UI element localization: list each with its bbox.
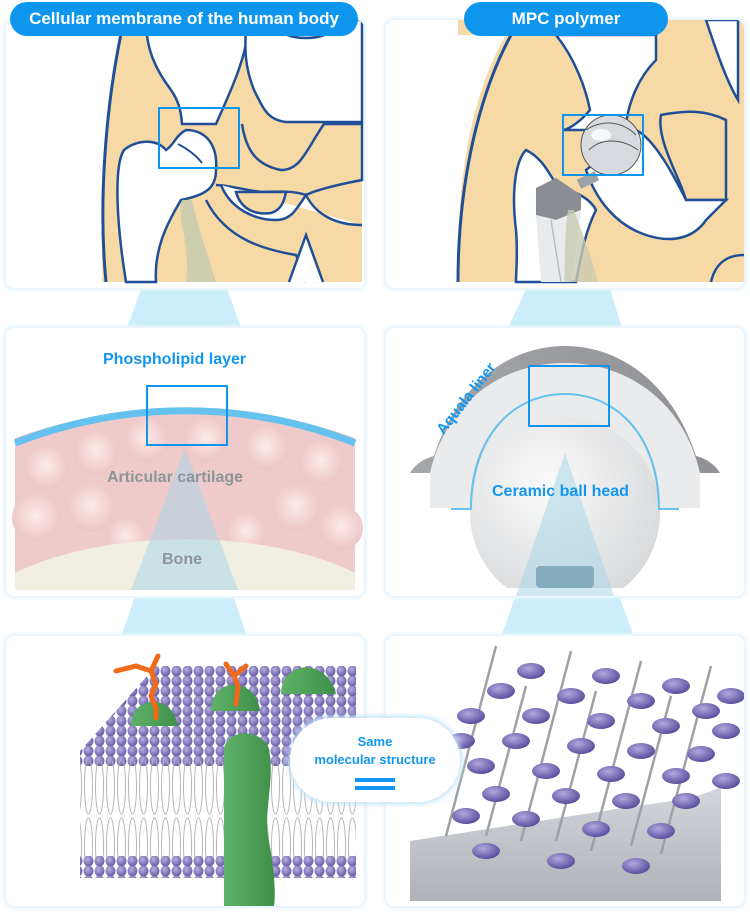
- equals-icon-bottom-bar: [355, 786, 395, 790]
- sugar-chains: [113, 653, 249, 721]
- comparison-line2: molecular structure: [314, 752, 436, 767]
- mpc-polymer-brush-illustration: [410, 645, 744, 901]
- title-cellular-membrane: Cellular membrane of the human body: [10, 2, 358, 36]
- panel-liner-ball: Aquala liner Ceramic ball head: [386, 328, 744, 596]
- label-bone: Bone: [162, 551, 202, 568]
- label-articular-cartilage: Articular cartilage: [107, 469, 244, 486]
- panel-cartilage: Phospholipid layer Articular cartilage B…: [6, 328, 364, 596]
- zoom-box-joint: [158, 107, 240, 169]
- liner-ball-illustration: [396, 346, 736, 596]
- panel-cell-membrane: [6, 636, 364, 906]
- same-structure-bubble: Same molecular structure: [290, 718, 460, 802]
- cartilage-illustration: [12, 385, 363, 590]
- label-ceramic-ball-head: Ceramic ball head: [492, 483, 629, 500]
- panel-artificial-hip: [386, 20, 744, 288]
- natural-hip-illustration: [100, 20, 364, 284]
- label-phospholipid-layer: Phospholipid layer: [103, 351, 247, 368]
- equals-icon-top-bar: [355, 778, 395, 782]
- zoom-box-phospholipid: [146, 385, 228, 446]
- mpc-units: [447, 663, 744, 874]
- comparison-line1: Same: [357, 734, 393, 749]
- protein-top-3: [281, 667, 336, 694]
- zoom-box-implant: [562, 114, 644, 176]
- cartilage-cells: [12, 418, 363, 558]
- zoom-box-liner: [528, 365, 610, 427]
- title-mpc-polymer: MPC polymer: [464, 2, 668, 36]
- transmembrane-protein: [224, 733, 275, 906]
- cell-membrane-illustration: [80, 653, 356, 906]
- panel-natural-hip: [6, 20, 364, 288]
- artificial-hip-illustration: [386, 20, 744, 284]
